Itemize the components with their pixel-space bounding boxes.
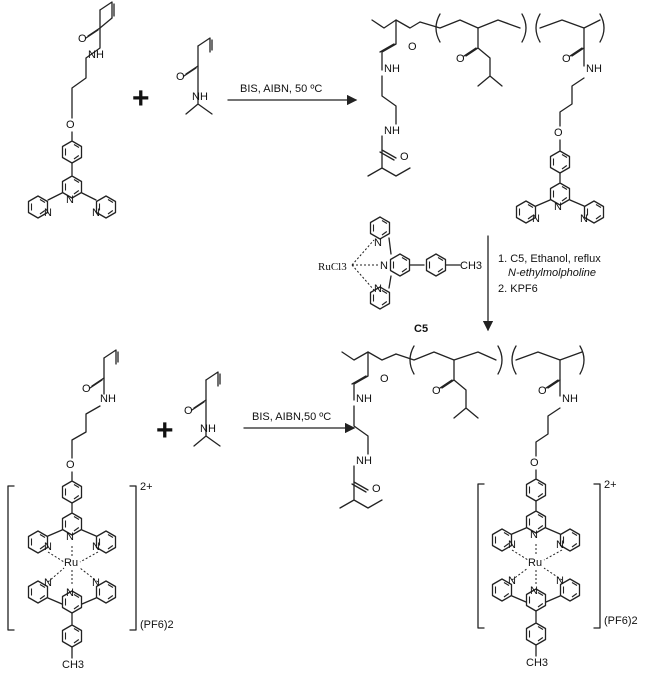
polymer-top: O NH NH O O O NH O N N N <box>367 13 605 225</box>
svg-text:N: N <box>508 575 516 587</box>
svg-text:N: N <box>380 260 388 272</box>
svg-text:N: N <box>530 529 538 541</box>
svg-text:N: N <box>44 541 52 553</box>
svg-text:O: O <box>78 33 87 45</box>
svg-text:N-ethylmolpholine: N-ethylmolpholine <box>508 267 596 279</box>
svg-text:N: N <box>66 587 74 599</box>
ru-monomer-bottom: O NH O N N N Ru N N N CH3 2+ (PF6)2 <box>7 349 174 671</box>
svg-text:O: O <box>66 119 75 131</box>
svg-text:N: N <box>374 283 382 295</box>
svg-text:N: N <box>92 207 100 219</box>
c5-reagent: RuCl3 CH3 N N N C5 <box>318 216 482 335</box>
svg-text:O: O <box>380 373 389 385</box>
svg-text:N: N <box>554 201 562 213</box>
nipam-monomer-top: O NH <box>176 37 213 115</box>
svg-text:O: O <box>432 385 441 397</box>
svg-text:O: O <box>538 385 547 397</box>
svg-text:NH: NH <box>562 393 578 405</box>
svg-text:O: O <box>456 53 465 65</box>
svg-text:O: O <box>82 383 91 395</box>
svg-text:(PF6)2: (PF6)2 <box>604 615 638 627</box>
svg-text:N: N <box>66 194 74 206</box>
svg-text:Ru: Ru <box>528 557 542 569</box>
svg-text:O: O <box>530 457 539 469</box>
svg-text:O: O <box>554 127 563 139</box>
svg-text:(PF6)2: (PF6)2 <box>140 619 174 631</box>
svg-text:O: O <box>400 151 409 163</box>
svg-text:C5: C5 <box>414 323 428 335</box>
svg-text:NH: NH <box>356 393 372 405</box>
svg-text:O: O <box>66 459 75 471</box>
svg-text:1. C5, Ethanol, reflux: 1. C5, Ethanol, reflux <box>498 253 601 265</box>
svg-text:2+: 2+ <box>604 479 617 491</box>
svg-text:N: N <box>532 213 540 225</box>
svg-text:CH3: CH3 <box>526 657 548 669</box>
svg-text:O: O <box>184 405 193 417</box>
arrow-vertical: 1. C5, Ethanol, reflux N-ethylmolpholine… <box>482 235 601 332</box>
svg-text:NH: NH <box>384 63 400 75</box>
svg-text:NH: NH <box>100 393 116 405</box>
polymer-ru-bottom: O NH NH O O O NH O N N N Ru <box>339 345 638 669</box>
svg-text:2. KPF6: 2. KPF6 <box>498 283 538 295</box>
svg-text:2+: 2+ <box>140 481 153 493</box>
svg-text:N: N <box>44 207 52 219</box>
svg-text:BIS, AIBN, 50 ºC: BIS, AIBN, 50 ºC <box>240 83 322 95</box>
svg-text:N: N <box>556 539 564 551</box>
svg-text:NH: NH <box>356 455 372 467</box>
svg-text:O: O <box>372 483 381 495</box>
svg-text:N: N <box>580 213 588 225</box>
plus-sign-top: + <box>132 82 150 115</box>
svg-text:RuCl3: RuCl3 <box>318 261 347 273</box>
svg-text:O: O <box>176 71 185 83</box>
svg-text:N: N <box>530 585 538 597</box>
svg-text:N: N <box>556 575 564 587</box>
svg-text:NH: NH <box>200 423 216 435</box>
svg-text:BIS, AIBN,50 ºC: BIS, AIBN,50 ºC <box>252 411 331 423</box>
svg-text:O: O <box>408 41 417 53</box>
svg-text:N: N <box>44 577 52 589</box>
svg-text:NH: NH <box>384 125 400 137</box>
svg-text:NH: NH <box>586 63 602 75</box>
svg-text:N: N <box>92 541 100 553</box>
arrow-bottom: BIS, AIBN,50 ºC <box>243 411 356 434</box>
svg-text:CH3: CH3 <box>62 659 84 671</box>
arrow-top: BIS, AIBN, 50 ºC <box>227 83 358 106</box>
svg-text:NH: NH <box>88 49 104 61</box>
svg-text:N: N <box>92 577 100 589</box>
nipam-monomer-bottom: O NH <box>184 371 221 447</box>
svg-text:N: N <box>66 531 74 543</box>
svg-text:CH3: CH3 <box>460 260 482 272</box>
svg-text:N: N <box>508 539 516 551</box>
svg-text:N: N <box>374 237 382 249</box>
terpyridine-monomer-top: O NH O N N N <box>27 1 117 219</box>
svg-text:O: O <box>562 53 571 65</box>
svg-text:NH: NH <box>192 91 208 103</box>
svg-text:Ru: Ru <box>64 557 78 569</box>
plus-sign-bottom: + <box>156 414 174 447</box>
